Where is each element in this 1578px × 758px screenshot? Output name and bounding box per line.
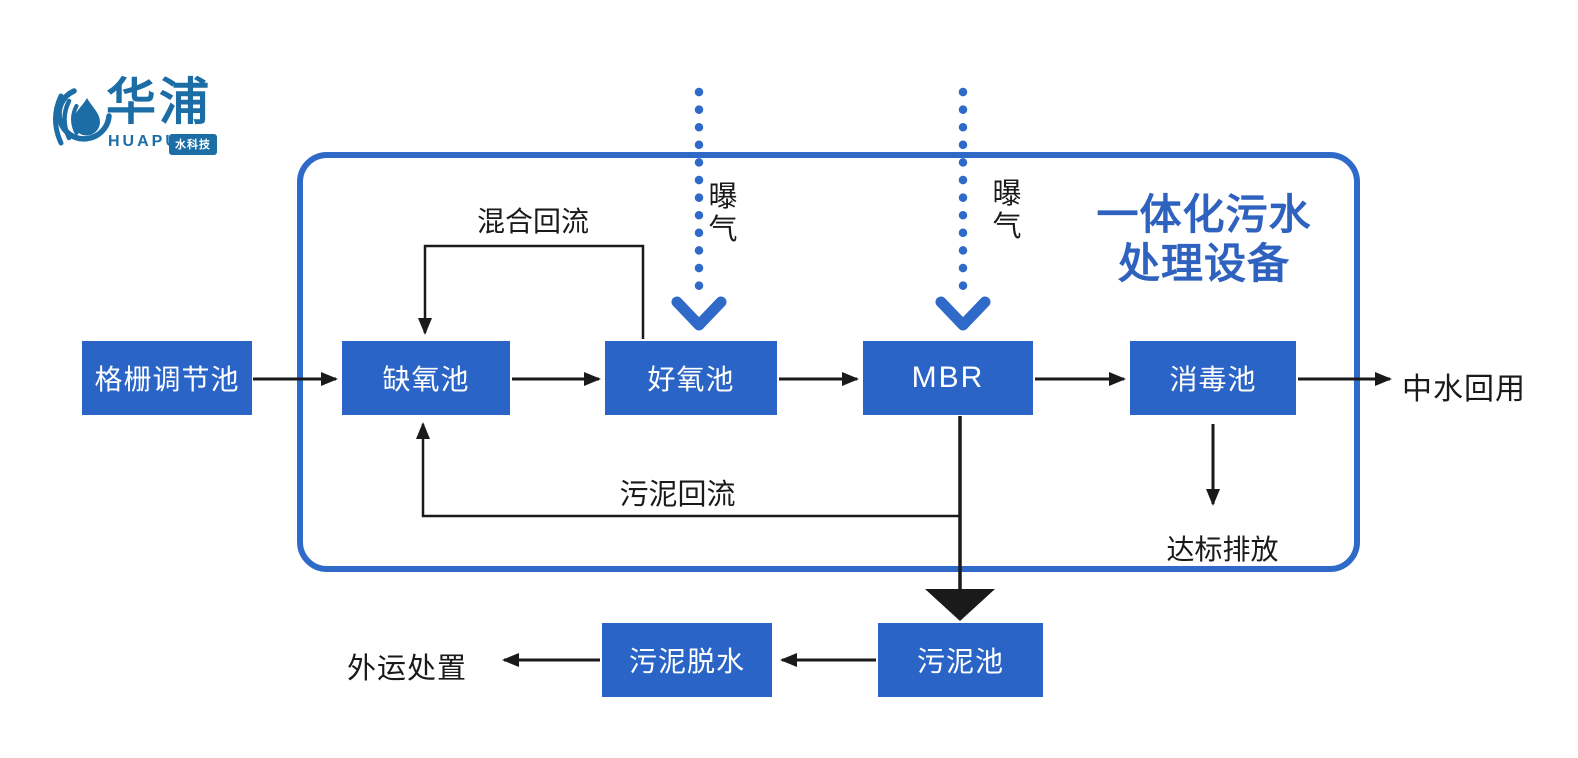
node-anoxic-tank: 缺氧池	[342, 341, 510, 415]
node-disinfection-tank: 消毒池	[1130, 341, 1296, 415]
diagram-title-line2: 处理设备	[1117, 239, 1290, 288]
arrow-sludge-return	[416, 422, 960, 518]
label-aeration-right: 曝气	[992, 178, 1022, 243]
node-screen-regulating-tank: 格栅调节池	[82, 341, 252, 415]
integrated-equipment-boundary	[297, 152, 1360, 572]
logo-company-name: 华浦	[106, 74, 212, 130]
aeration-chevron-left	[671, 296, 727, 331]
aeration-arrows	[671, 87, 991, 331]
arrowhead-into-sludge-tank	[925, 589, 995, 621]
node-aerobic-tank: 好氧池	[605, 341, 777, 415]
node-mbr: MBR	[863, 341, 1033, 415]
node-sludge-tank: 污泥池	[878, 623, 1043, 697]
label-sludge-return: 污泥回流	[619, 479, 736, 511]
arrow-mixed-reflux	[418, 244, 645, 339]
diagram-title: 一体化污水 处理设备	[1080, 190, 1328, 288]
label-standard-discharge: 达标排放	[1166, 534, 1279, 565]
logo-company-name-latin: HUAPU	[108, 133, 180, 150]
aeration-chevron-right	[935, 296, 991, 331]
logo-tagline-badge: 水科技	[169, 134, 217, 155]
diagram-title-line1: 一体化污水	[1096, 190, 1312, 239]
label-mixed-reflux: 混合回流	[476, 206, 589, 237]
node-sludge-dewatering: 污泥脱水	[602, 623, 772, 697]
label-aeration-left: 曝气	[708, 181, 738, 246]
logo-water-drop-icon	[53, 88, 112, 146]
label-water-reuse: 中水回用	[1402, 373, 1526, 406]
label-offsite-disposal: 外运处置	[347, 653, 468, 685]
